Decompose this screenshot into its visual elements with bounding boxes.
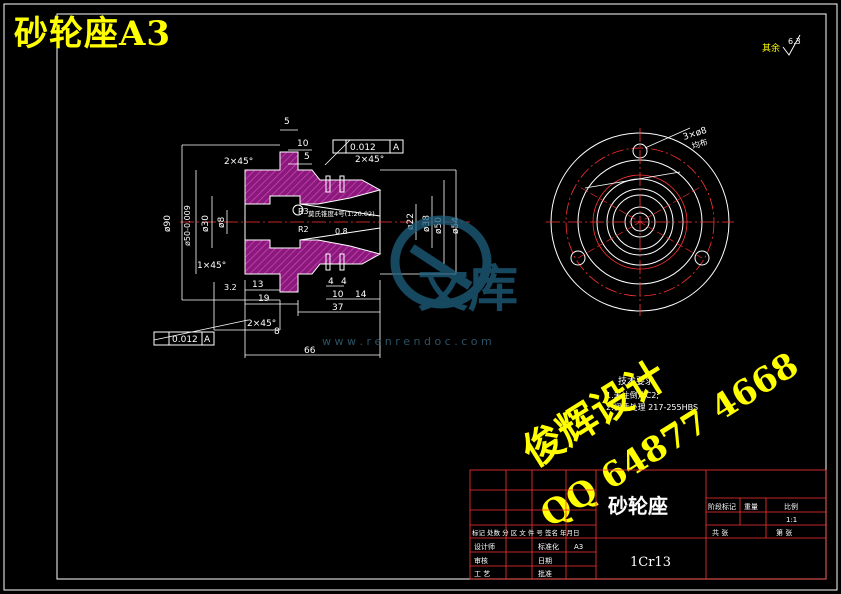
tolerance-bottom-value: 0.012: [172, 335, 198, 345]
title-block: [469, 469, 827, 580]
dim-66: 66: [304, 346, 316, 356]
watermark-url: w w w . r e n r e n d o c . c o m: [322, 335, 492, 348]
roughness-symbol: 其余 6.3: [762, 34, 801, 56]
tech-line1: 1.未注倒角C2;: [606, 390, 659, 400]
tolerance-top-datum: A: [393, 143, 400, 153]
dim-r2: R2: [298, 225, 309, 234]
watermark-logo: 文库 w w w . r e n r e n d o c . c o m: [322, 215, 518, 348]
scale-label: 比例: [784, 502, 798, 511]
section-hatch-lower: [244, 239, 382, 293]
dim-10-top: 10: [297, 139, 309, 149]
dim-phi30: ø30: [201, 215, 211, 232]
dim-19: 19: [258, 294, 270, 304]
fmt-label: A3: [574, 543, 583, 551]
dim-phi8: ø8: [217, 216, 227, 228]
total-sheets: 共 张: [712, 528, 728, 537]
tech-requirements: 技术要求 1.未注倒角C2; 2.调质处理 217-255HBS: [606, 375, 698, 412]
bolt-hole-right: [694, 250, 710, 266]
date-label: 日期: [538, 557, 552, 565]
dim-32: 3.2: [224, 283, 237, 292]
tech-line2: 2.调质处理 217-255HBS: [606, 402, 698, 412]
standard-label: 标准化: [538, 542, 559, 551]
dim-phi90: ø90: [163, 215, 173, 232]
dim-4b: 4: [341, 277, 347, 287]
approve-label: 批准: [538, 569, 552, 578]
inner-border: [56, 13, 827, 580]
weight-label: 重量: [744, 503, 758, 511]
roughness-value: 6.3: [788, 37, 801, 46]
roughness-prefix: 其余: [762, 42, 780, 54]
tolerance-bottom-datum: A: [204, 335, 211, 345]
dim-phi50: ø50-0.009: [183, 205, 192, 246]
row-marks: 标记 处数 分 区 文 件 号 签名 年月日: [472, 528, 580, 537]
tolerance-top-value: 0.012: [350, 143, 376, 153]
tolerance-frame-bottom: 0.012 A: [153, 331, 215, 346]
dimension-texts: 5 10 5 2×45° 2×45° ø90 ø50-0.009 ø30 ø8 …: [163, 117, 461, 356]
sheet-label: 阶段标记: [708, 502, 736, 511]
dim-10-bot: 10: [332, 290, 344, 300]
dim-r3: R3: [298, 207, 309, 216]
holes-note: 均布: [691, 136, 709, 150]
craft-label: 工 艺: [474, 570, 490, 578]
dim-14: 14: [355, 290, 367, 300]
bolt-hole-left: [570, 250, 586, 266]
dim-5: 5: [284, 117, 290, 127]
end-view: [546, 127, 734, 316]
dim-4a: 4: [328, 277, 334, 287]
taper-note: 莫氏锥度4号(1:20.02): [308, 209, 375, 218]
reviewer-label: 审核: [474, 556, 488, 565]
material: 1Cr13: [630, 555, 671, 570]
dim-8: 8: [274, 327, 280, 337]
dim-ra08: 0.8: [335, 227, 348, 236]
page-title: 砂轮座A3: [14, 14, 172, 54]
part-name: 砂轮座: [608, 494, 668, 518]
title-block-text: 砂轮座 1Cr13 标记 处数 分 区 文 件 号 签名 年月日 设计师 标准化…: [472, 494, 798, 578]
dim-5-top: 5: [304, 152, 310, 162]
watermark-cn: 文库: [418, 259, 518, 318]
dim-37: 37: [332, 303, 343, 313]
dim-chamfer-top-right: 2×45°: [355, 155, 384, 165]
dim-phi22: ø22: [406, 213, 416, 230]
dim-chamfer-bottom-mid: 2×45°: [247, 319, 276, 329]
section-view: [180, 151, 470, 293]
scale-value: 1:1: [786, 516, 797, 524]
tolerance-frame-top: 0.012 A: [332, 139, 404, 154]
dim-chamfer-top-left: 2×45°: [224, 157, 253, 167]
dim-chamfer-bottom-left: 1×45°: [197, 261, 226, 271]
outer-border: [3, 3, 838, 591]
designer-label: 设计师: [474, 542, 495, 551]
page-number: 第 张: [776, 528, 792, 537]
tech-heading: 技术要求: [618, 375, 654, 387]
dim-phi50r: ø50: [434, 217, 444, 234]
dim-13: 13: [252, 280, 263, 290]
